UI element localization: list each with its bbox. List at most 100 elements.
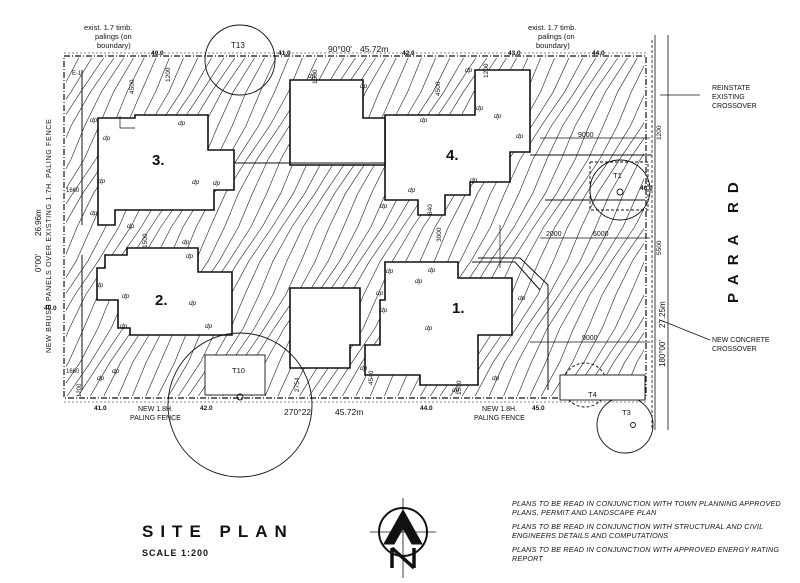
tree-t10-label: T10 — [232, 366, 245, 375]
right-boundary-bearing: 180°00' — [658, 340, 667, 367]
bottom-fence-right-2: PALING FENCE — [474, 415, 525, 422]
downpipe-marker: dp — [97, 375, 105, 382]
north-arrow-icon — [370, 498, 436, 578]
bottom-boundary-bearing: 270°22' — [284, 407, 313, 417]
side-level-right: 46.0 — [640, 185, 653, 192]
downpipe-marker: dp — [205, 323, 213, 330]
downpipe-marker: dp — [90, 117, 98, 124]
dim-1200-bottom: 1200 — [77, 383, 83, 397]
bottom-level-4: 45.0 — [532, 405, 545, 412]
tree-canopies — [167, 24, 654, 478]
top-boundary-bearing: 90°00' — [328, 44, 352, 54]
downpipe-marker: dp — [518, 295, 526, 302]
road-edge — [651, 35, 669, 430]
downpipe-marker: dp — [112, 368, 120, 375]
reinstate-note-2: EXISTING — [712, 94, 745, 101]
downpipe-marker: dp — [213, 180, 221, 187]
internal-fences — [81, 70, 652, 390]
dim-2000: 2000 — [546, 231, 562, 238]
downpipe-marker: dp — [428, 267, 436, 274]
downpipe-marker: dp — [182, 239, 190, 246]
downpipe-marker: dp — [470, 177, 478, 184]
dim-5500: 5500 — [656, 240, 663, 255]
note-energy-rating: PLANS TO BE READ IN CONJUNCTION WITH APP… — [512, 545, 780, 563]
dim-3000-mid: 3000 — [436, 227, 443, 242]
tree-t1-canopy — [589, 159, 651, 221]
top-level-4: 43.0 — [508, 50, 521, 57]
tree-t13-label: T13 — [231, 41, 245, 50]
unit-3-footprint — [97, 114, 235, 226]
dim-1660-lower: 1660 — [66, 369, 80, 375]
downpipe-marker: dp — [186, 253, 194, 260]
downpipe-marker: dp — [494, 113, 502, 120]
downpipe-marker: dp — [380, 203, 388, 210]
side-level-left: 40.0 — [44, 305, 57, 312]
buildings — [96, 69, 531, 386]
dim-4500-unit3: 4500 — [129, 79, 136, 94]
tree-t10-canopy — [167, 332, 313, 478]
drawing-notes: PLANS TO BE READ IN CONJUNCTION WITH TOW… — [512, 499, 792, 570]
downpipe-marker: dp — [178, 120, 186, 127]
unit-1-footprint — [364, 261, 513, 386]
dim-4500-unit4: 4500 — [435, 81, 442, 96]
downpipe-marker: dp — [452, 387, 460, 394]
downpipe-marker: dp — [96, 282, 104, 289]
downpipe-marker: dp — [386, 268, 394, 275]
downpipe-marker: dp — [380, 307, 388, 314]
downpipe-marker: dp — [192, 179, 200, 186]
reinstate-note-1: REINSTATE — [712, 85, 751, 92]
top-level-2: 41.0 — [278, 50, 291, 57]
unit-2-footprint — [96, 247, 233, 336]
unit-4-label: 4. — [446, 147, 459, 164]
bottom-fence-left-1: NEW 1.8H. — [138, 406, 173, 413]
downpipe-marker: dp — [308, 73, 316, 80]
dim-1500-bottom: 1500 — [456, 380, 463, 395]
drawing-title: SITE PLAN — [142, 522, 294, 541]
bottom-level-2: 42.0 — [200, 405, 213, 412]
dim-1200-b: 1200 — [483, 63, 490, 78]
downpipe-marker: dp — [127, 223, 135, 230]
site-boundary — [63, 52, 647, 403]
right-boundary-length: 27.25m — [658, 301, 667, 328]
top-right-note-3: boundary) — [536, 41, 570, 50]
top-boundary-length: 45.72m — [360, 44, 388, 54]
unit-3-label: 3. — [152, 152, 165, 169]
garage-block-north — [289, 79, 386, 166]
downpipe-marker: dp — [492, 375, 500, 382]
downpipe-marker: dp — [122, 293, 130, 300]
downpipe-marker: dp — [516, 133, 524, 140]
label-e1: E-1 — [72, 71, 82, 77]
downpipe-marker: dp — [90, 210, 98, 217]
tree-t13-canopy — [204, 24, 276, 96]
bottom-fence-left-2: PALING FENCE — [130, 415, 181, 422]
unit-1-label: 1. — [452, 300, 465, 317]
dim-840: 840 — [427, 204, 434, 215]
bottom-level-1: 41.0 — [94, 405, 107, 412]
dim-2754: 2754 — [294, 377, 301, 392]
dim-1200-right: 1200 — [656, 125, 663, 140]
bottom-boundary-length: 45.72m — [335, 407, 363, 417]
top-left-note-1: exist. 1.7 timb. — [84, 23, 132, 32]
left-boundary-length: 26.96m — [34, 209, 43, 236]
downpipe-marker: dp — [476, 105, 484, 112]
unit-2-label: 2. — [155, 292, 168, 309]
top-level-3: 42.0 — [402, 50, 415, 57]
bottom-level-3: 44.0 — [420, 405, 433, 412]
top-left-note-3: boundary) — [97, 41, 131, 50]
crossover-note-1: NEW CONCRETE — [712, 337, 770, 344]
downpipe-marker: dp — [98, 178, 106, 185]
dimension-lines — [119, 94, 711, 343]
downpipe-marker: dp — [465, 67, 473, 74]
downpipe-marker: dp — [420, 117, 428, 124]
downpipe-marker: dp — [408, 187, 416, 194]
road-name: PARA RD — [725, 173, 742, 303]
tree-t3-label: T3 — [622, 408, 631, 417]
plan-labels: exist. 1.7 timb. palings (on boundary) e… — [34, 23, 770, 422]
tree-t1-label: T1 — [613, 171, 622, 180]
dim-9000-lower: 9000 — [582, 335, 598, 342]
dim-4540: 4540 — [368, 370, 375, 385]
tree-t4-label: T4 — [588, 390, 597, 399]
left-fence-note: NEW BRUSH PANELS OVER EXISTING 1.7H. PAL… — [44, 119, 53, 353]
